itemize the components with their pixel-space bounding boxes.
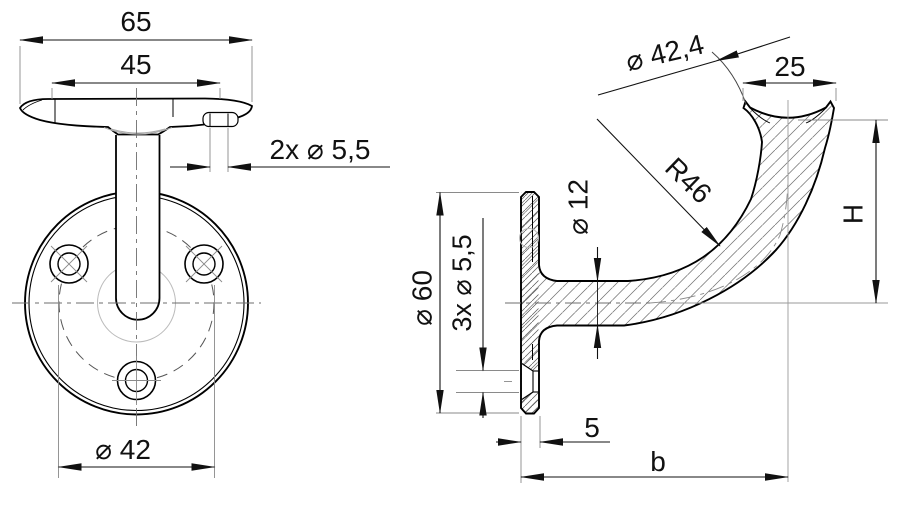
dim-stem-diameter-label: ⌀ 12 <box>562 179 593 235</box>
dim-bolt-circle-label: ⌀ 42 <box>95 434 151 465</box>
bracket-section <box>519 99 835 415</box>
screw-hole <box>49 244 89 284</box>
upper-hole-hint <box>519 228 539 248</box>
screw-holes-front <box>49 244 224 405</box>
saddle-lip-lines <box>749 107 827 124</box>
arm-centerline <box>649 171 789 304</box>
dim-plate-holes-label: 3x ⌀ 5,5 <box>447 234 477 331</box>
dim-bend-radius-leader <box>596 118 721 247</box>
plate-hatching <box>521 192 539 413</box>
dim-projection-label: b <box>650 446 666 477</box>
front-view: 65 45 2x ⌀ 5,5 ⌀ 42 <box>12 6 390 478</box>
dimension-lines-front <box>19 36 390 471</box>
dimension-lines-side <box>436 36 880 481</box>
dim-height-label: H <box>837 204 868 224</box>
dim-plate-diameter-label: ⌀ 60 <box>406 270 437 326</box>
stem-fillet-arc <box>103 127 173 135</box>
bracket-outline <box>520 99 835 415</box>
screw-hole <box>112 356 161 405</box>
screw-hole <box>184 244 224 284</box>
saddle-screw-slot <box>202 111 239 128</box>
dim-saddle-width-label: 25 <box>774 51 805 82</box>
center-lines-front <box>12 88 261 430</box>
dim-45-label: 45 <box>120 49 151 80</box>
dim-rail-diameter-leader <box>715 36 791 62</box>
countersunk-hole <box>521 363 539 400</box>
section-hatching <box>521 101 834 414</box>
saddle-front <box>18 97 253 136</box>
dim-top-holes-label: 2x ⌀ 5,5 <box>270 134 371 165</box>
stem-fillet-arc <box>110 128 166 134</box>
stem-front <box>115 135 161 321</box>
plate-detail-lines <box>519 196 539 360</box>
dim-plate-thickness-label: 5 <box>584 412 600 443</box>
dim-65-label: 65 <box>120 6 151 37</box>
